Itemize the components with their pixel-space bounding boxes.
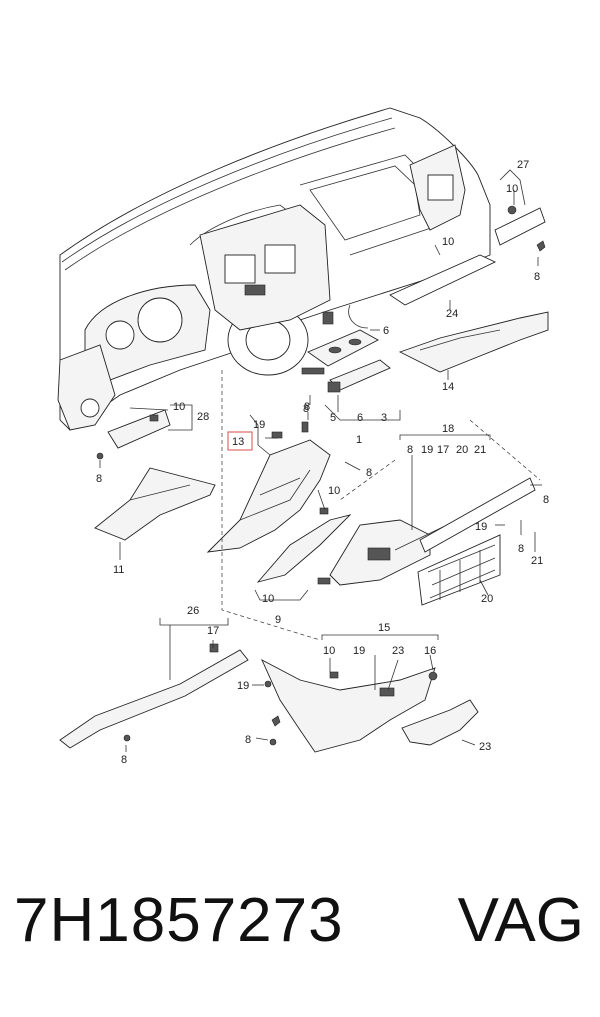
part-11-bracket (94, 467, 216, 541)
callout-23: 23 (479, 741, 491, 753)
callout-10: 10 (506, 183, 518, 195)
part-13-frame (206, 421, 331, 553)
callout-21: 21 (531, 555, 543, 567)
part-15-cover (261, 658, 438, 753)
part-28-bracket (96, 409, 171, 460)
callout-20: 20 (456, 444, 468, 456)
construction-lines (221, 370, 541, 641)
part-9-trim (256, 507, 352, 585)
callout-24: 24 (446, 308, 458, 320)
callout-8: 8 (518, 543, 524, 555)
part-13-highlight-box (227, 431, 253, 451)
callout-16: 16 (424, 645, 436, 657)
callout-15: 15 (378, 622, 390, 634)
part-14-bracket (398, 311, 549, 373)
callout-10: 10 (262, 593, 274, 605)
callout-1: 1 (356, 434, 362, 446)
callout-10: 10 (442, 236, 454, 248)
leader-lines (99, 169, 542, 752)
callout-17: 17 (207, 625, 219, 637)
glovebox-lower (329, 477, 536, 586)
callout-5: 5 (330, 412, 336, 424)
callout-19: 19 (237, 680, 249, 692)
callout-19: 19 (475, 521, 487, 533)
part-27-panel (494, 205, 546, 252)
callout-26: 26 (187, 605, 199, 617)
callout-6: 6 (383, 325, 389, 337)
callout-8: 8 (534, 271, 540, 283)
callout-11: 11 (113, 564, 124, 576)
part-20-net (417, 534, 501, 606)
part-23-cover (401, 699, 479, 746)
callout-3: 3 (381, 412, 387, 424)
callout-18: 18 (442, 423, 454, 435)
callout-8: 8 (304, 401, 310, 413)
callout-8: 8 (407, 444, 413, 456)
callout-8: 8 (543, 494, 549, 506)
callout-6: 6 (357, 412, 363, 424)
callout-13: 13 (232, 436, 244, 448)
callout-10: 10 (323, 645, 335, 657)
callout-28: 28 (197, 411, 209, 423)
dashboard-body (57, 107, 497, 431)
callout-17: 17 (437, 444, 449, 456)
callout-9: 9 (275, 614, 281, 626)
callout-8: 8 (96, 473, 102, 485)
brand-label: VAG (457, 886, 584, 955)
callout-8: 8 (303, 403, 309, 415)
callout-23: 23 (392, 645, 404, 657)
footer: 7H1857273 VAG (0, 885, 600, 975)
callout-8: 8 (366, 467, 372, 479)
exploded-parts-diagram: 27 10 8 10 24 6 14 8 5 6 3 1 10 28 8 19 … (57, 107, 549, 766)
callout-8: 8 (245, 734, 251, 746)
callout-10: 10 (173, 401, 185, 413)
callout-19: 19 (353, 645, 365, 657)
callout-8: 8 (121, 754, 127, 766)
callout-20: 20 (481, 593, 493, 605)
part-6-holder (301, 304, 391, 393)
callout-labels: 27 10 8 10 24 6 14 8 5 6 3 1 10 28 8 19 … (96, 159, 549, 766)
callout-10: 10 (328, 485, 340, 497)
callout-21: 21 (474, 444, 486, 456)
callout-14: 14 (442, 381, 454, 393)
part-26-trim (59, 643, 249, 749)
part-number: 7H1857273 (14, 886, 344, 955)
callout-27: 27 (517, 159, 529, 171)
callout-19: 19 (421, 444, 433, 456)
callout-19: 19 (253, 419, 265, 431)
